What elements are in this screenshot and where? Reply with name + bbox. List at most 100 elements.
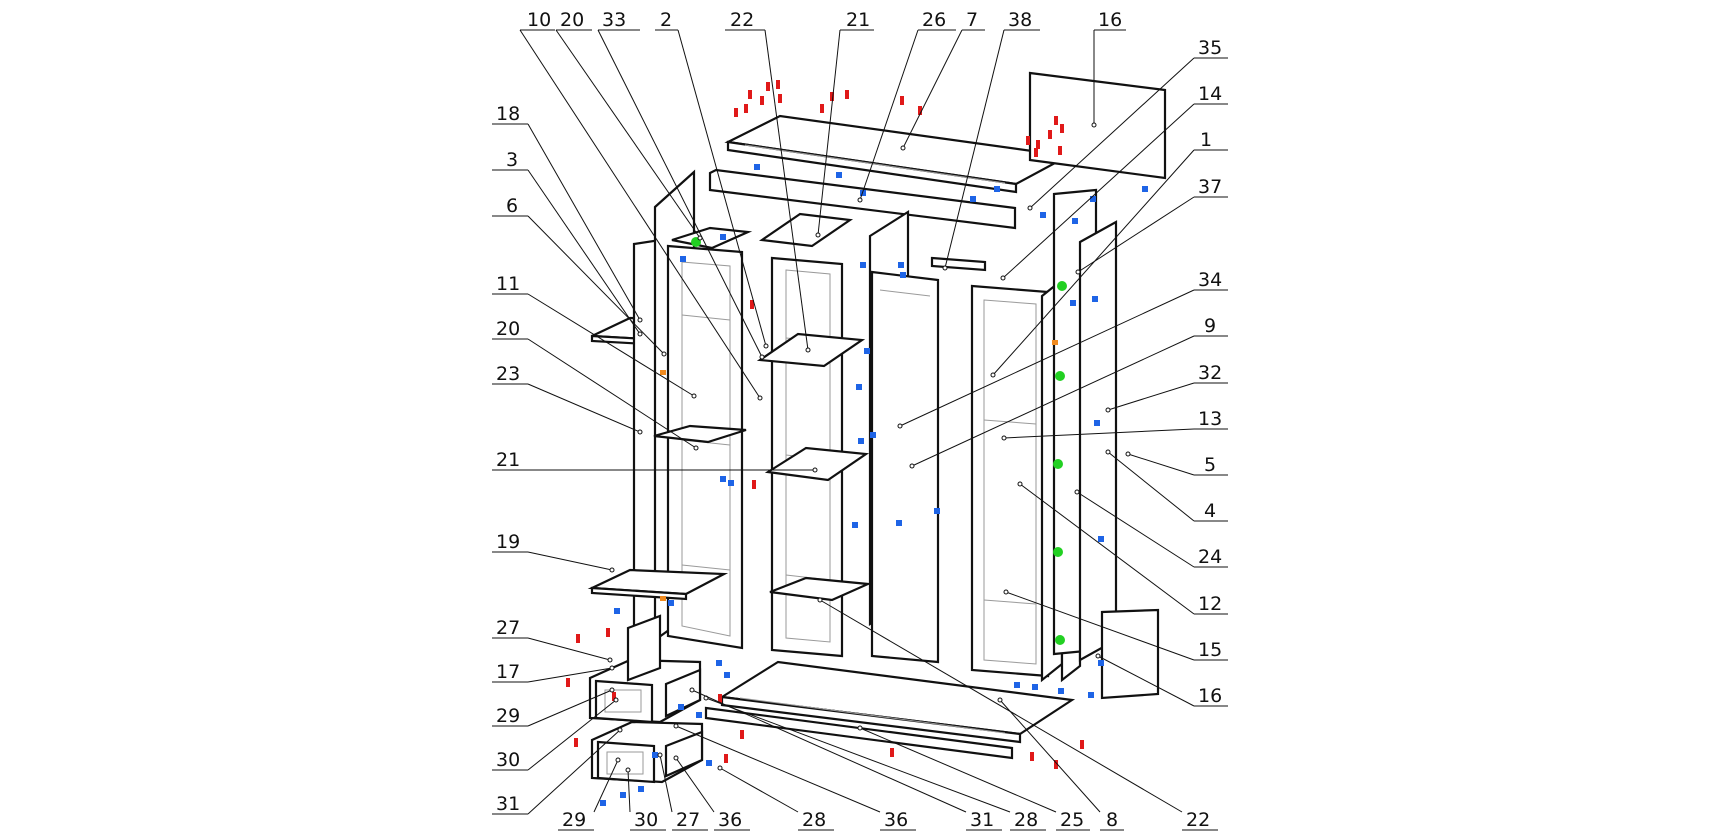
orange-fitting (660, 596, 666, 601)
leader-line (1002, 103, 1195, 279)
callout-25: 25 (1060, 809, 1084, 831)
red-fitting (820, 104, 824, 113)
leader-line (527, 729, 621, 815)
blue-fitting (1072, 218, 1078, 224)
blue-fitting (696, 712, 702, 718)
green-fitting (1055, 635, 1065, 645)
callout-9: 9 (1204, 315, 1216, 337)
leader-line (944, 29, 1005, 269)
callout-11: 11 (496, 273, 520, 295)
blue-fitting (852, 522, 858, 528)
leader-dot (1001, 435, 1007, 441)
callout-12: 12 (1198, 593, 1222, 615)
leader-line (627, 769, 631, 813)
wing-front-small (626, 614, 662, 682)
left-shelves (653, 226, 753, 444)
callout-2: 2 (660, 9, 672, 31)
leader-line (675, 757, 715, 813)
blue-fitting (1098, 660, 1104, 666)
red-fitting (1026, 136, 1030, 145)
callout-23: 23 (496, 363, 520, 385)
callout-29a: 29 (562, 809, 586, 831)
leader-line (527, 667, 613, 683)
leader-line (859, 727, 1057, 813)
callout-32: 32 (1198, 362, 1222, 384)
leader-line (1077, 196, 1195, 273)
left-partition (666, 244, 744, 650)
red-fitting (1030, 752, 1034, 761)
blue-fitting (1058, 688, 1064, 694)
callout-27b: 27 (496, 617, 520, 639)
leader-line (597, 29, 763, 358)
red-fitting (918, 106, 922, 115)
leader-line (527, 169, 641, 335)
top-panel (724, 114, 1072, 194)
leader-dot (805, 347, 811, 353)
red-fitting (748, 90, 752, 99)
red-fitting (744, 104, 748, 113)
red-fitting (1058, 146, 1062, 155)
plinth-rail (704, 706, 1014, 760)
blue-fitting (720, 234, 726, 240)
leader-dot (607, 657, 613, 663)
red-fitting (574, 738, 578, 747)
leader-dot (900, 145, 906, 151)
blue-fitting (1098, 536, 1104, 542)
callout-30b: 30 (496, 749, 520, 771)
leader-line (1107, 382, 1195, 411)
leader-line (1029, 57, 1195, 209)
callout-20b: 20 (496, 318, 520, 340)
blue-fitting (728, 480, 734, 486)
leader-dot (673, 723, 679, 729)
right-section-panel (970, 284, 1050, 678)
red-fitting (1048, 130, 1052, 139)
fittings (566, 80, 1148, 806)
leader-line (527, 338, 697, 449)
leader-dot (1125, 451, 1131, 457)
red-fitting (612, 692, 616, 701)
callout-17: 17 (496, 661, 520, 683)
callout-4: 4 (1204, 500, 1216, 522)
leader-dot (637, 429, 643, 435)
back-panel-bottom (1100, 608, 1160, 700)
callout-35: 35 (1198, 37, 1222, 59)
blue-fitting (614, 608, 620, 614)
blue-fitting (716, 660, 722, 666)
leader-line (911, 335, 1195, 467)
leader-line (902, 29, 963, 149)
leader-dot (693, 445, 699, 451)
leader-line (527, 551, 613, 571)
callout-16b: 16 (1198, 685, 1222, 707)
red-fitting (1036, 140, 1040, 149)
right-partition (870, 270, 940, 664)
leader-line (691, 689, 967, 813)
callout-1: 1 (1200, 129, 1212, 151)
leader-dot (817, 597, 823, 603)
callout-20a: 20 (560, 9, 584, 31)
leader-line (527, 293, 695, 397)
red-fitting (576, 634, 580, 643)
blue-fitting (652, 752, 658, 758)
leader-dot (997, 697, 1003, 703)
leader-line (555, 29, 701, 239)
callout-16a: 16 (1098, 9, 1122, 31)
blue-fitting (620, 792, 626, 798)
leader-line (1019, 483, 1195, 615)
blue-fitting (896, 520, 902, 526)
leader-line (719, 767, 799, 813)
blue-fitting (860, 190, 866, 196)
callout-3: 3 (506, 149, 518, 171)
leader-dot (609, 567, 615, 573)
blue-fitting (1142, 186, 1148, 192)
leader-dot (609, 665, 615, 671)
leader-dot (689, 687, 695, 693)
leader-line (899, 289, 1195, 427)
leader-line (527, 123, 641, 321)
leader-dot (812, 467, 818, 473)
red-fitting (566, 678, 570, 687)
orange-fitting (1052, 340, 1058, 345)
callout-21b: 21 (496, 449, 520, 471)
leader-line (1003, 428, 1195, 439)
blue-fitting (870, 432, 876, 438)
